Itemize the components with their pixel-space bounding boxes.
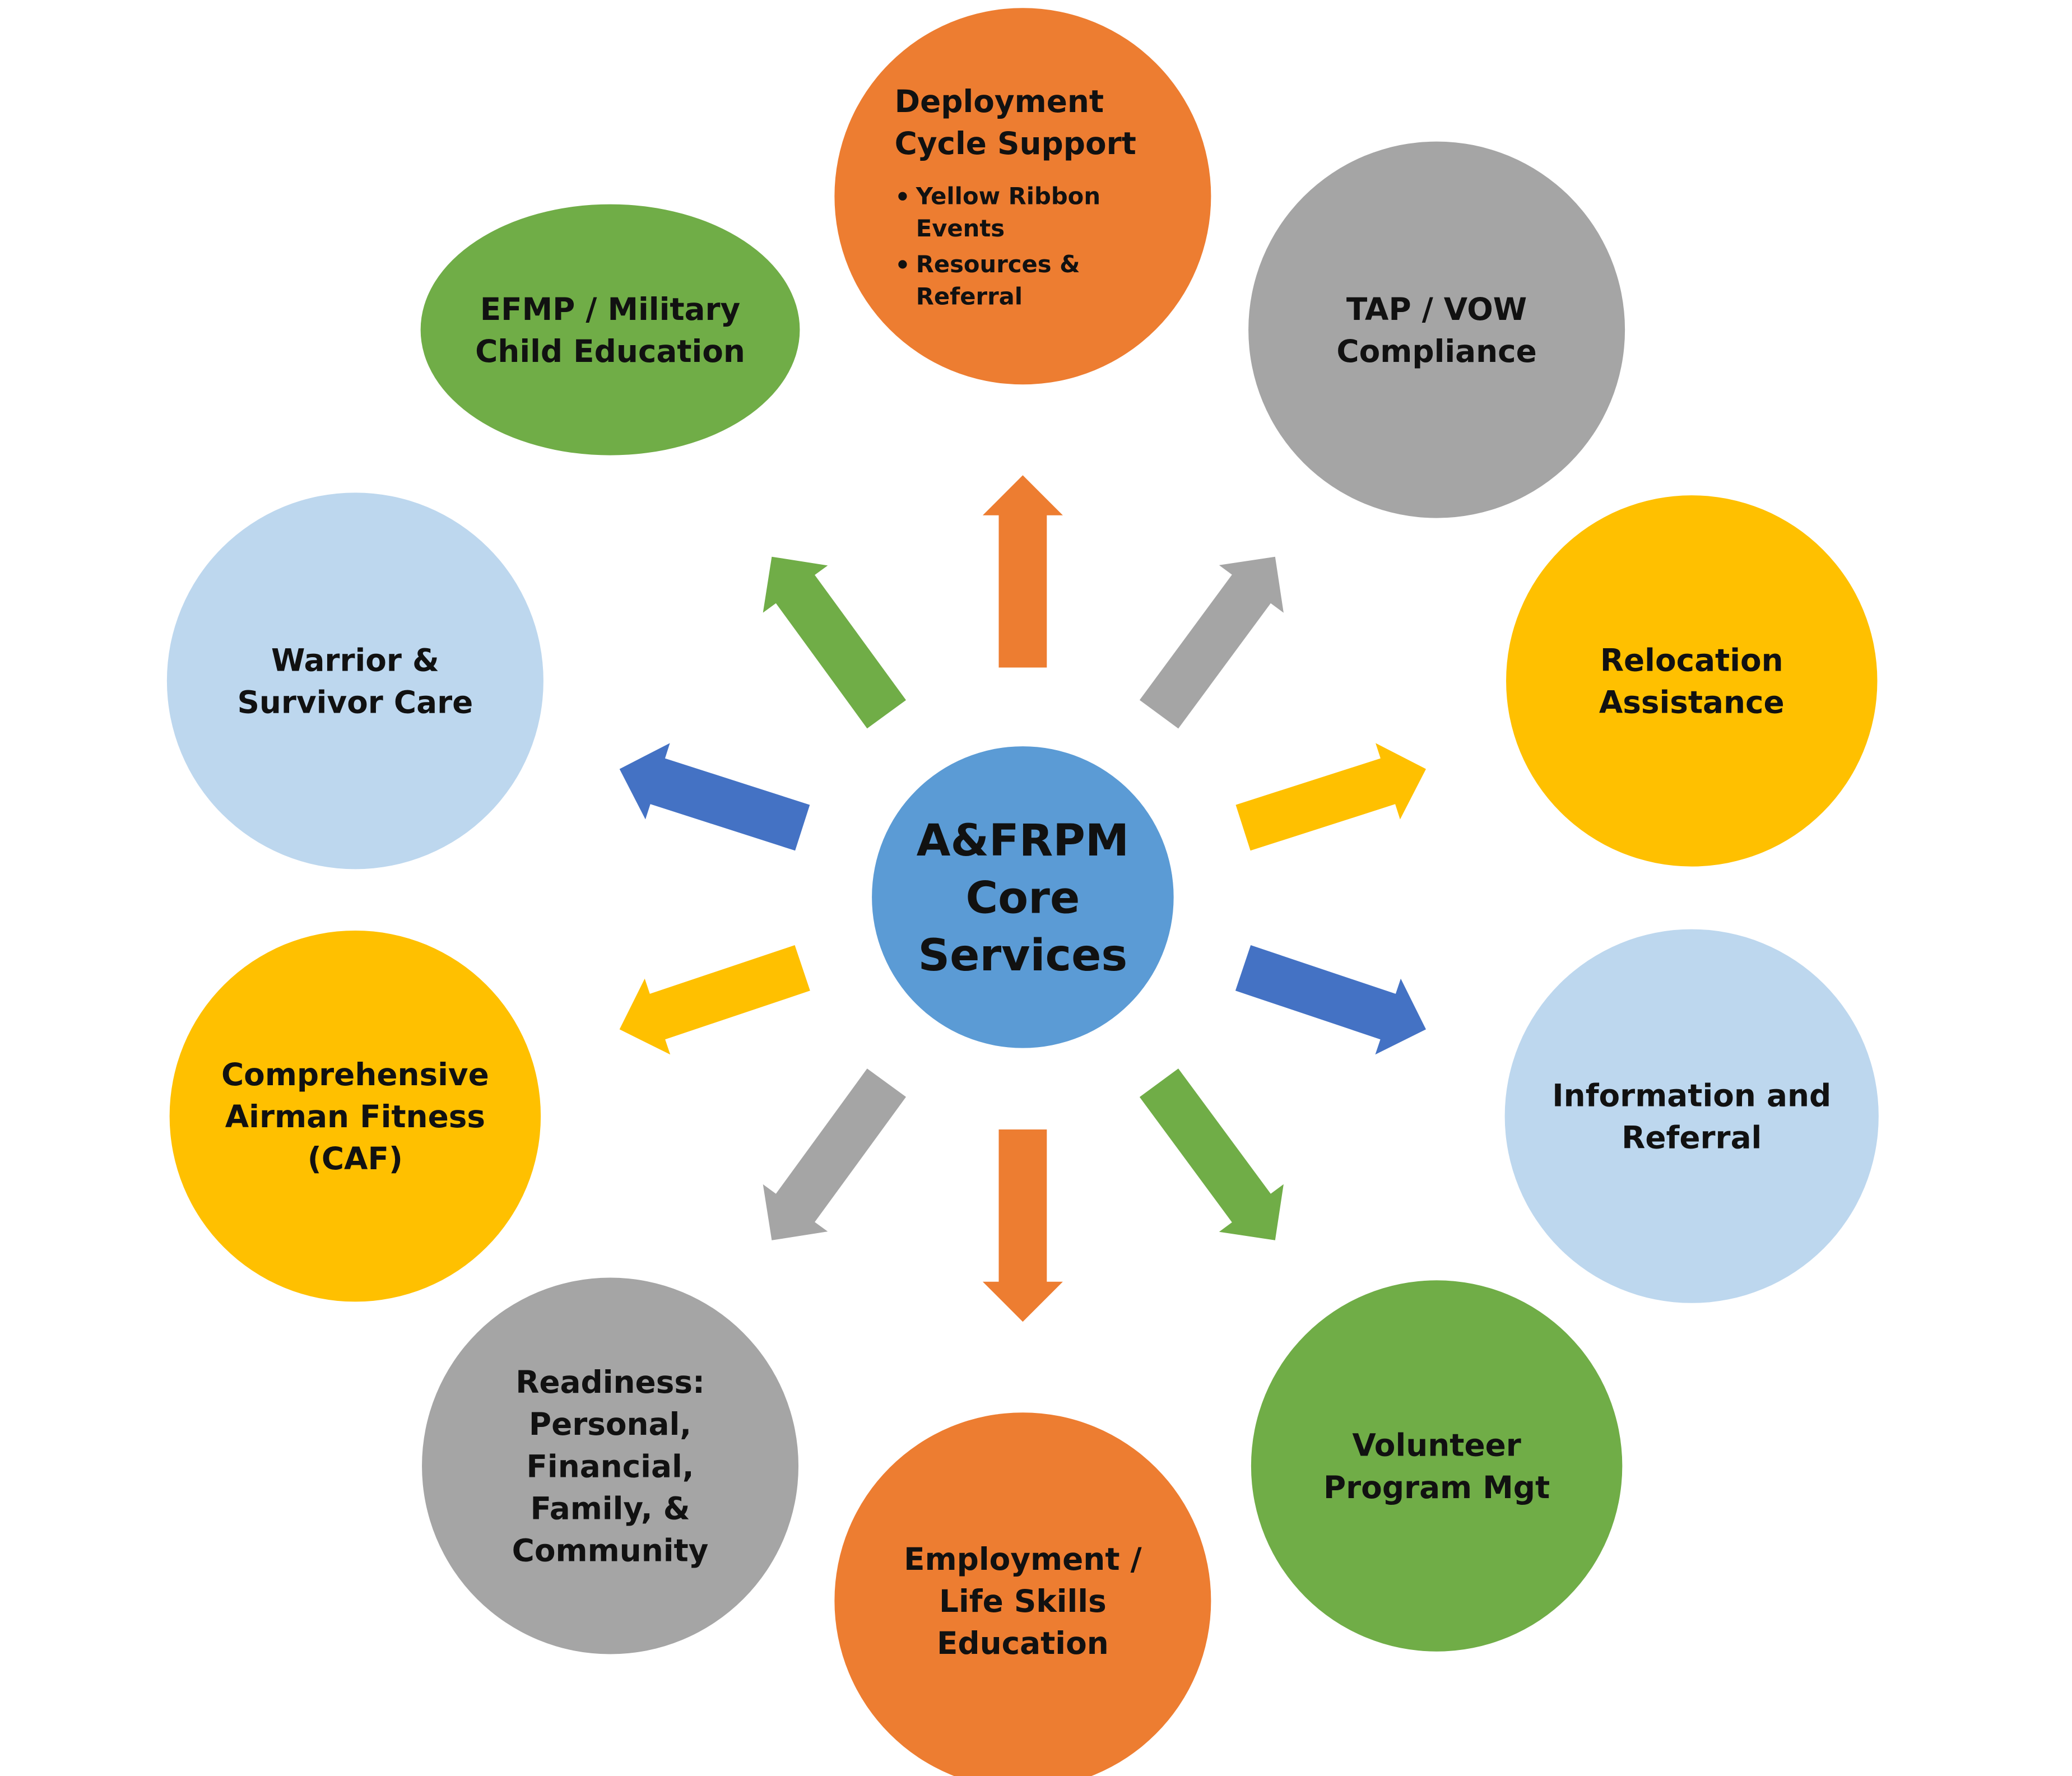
node-circle-information-referral: [1504, 929, 1879, 1303]
arrow-information-referral: [1235, 945, 1426, 1055]
center-label-line: A&FRPM: [917, 815, 1130, 866]
node-circle-deployment: [834, 8, 1211, 385]
node-label-line: Personal,: [529, 1406, 691, 1442]
node-label-line: Life Skills: [939, 1583, 1107, 1619]
node-label-line: Survivor Care: [237, 685, 473, 720]
arrow-relocation: [1235, 743, 1426, 851]
arrow-readiness: [763, 1068, 906, 1240]
node-circle-volunteer: [1251, 1280, 1623, 1652]
node-label-line: Financial,: [526, 1448, 694, 1484]
arrow-volunteer: [1139, 1068, 1284, 1240]
arrow-warrior-survivor: [619, 743, 810, 851]
node-label-line: Education: [937, 1625, 1109, 1661]
node-label-line: Assistance: [1599, 685, 1785, 720]
bullet-dot: [898, 192, 907, 201]
node-label-line: Family, &: [531, 1490, 690, 1526]
node-label-line: Relocation: [1600, 643, 1783, 678]
center-label-line: Services: [918, 929, 1128, 981]
bullet-text: Yellow Ribbon: [916, 183, 1100, 210]
node-label-line: Referral: [1622, 1119, 1762, 1155]
bullet-dot: [898, 260, 907, 269]
node-label-line: Volunteer: [1352, 1428, 1521, 1463]
node-circle-caf: [169, 930, 541, 1302]
node-label-line: TAP / VOW: [1346, 291, 1527, 327]
arrow-tap-vow: [1139, 556, 1284, 729]
center-circle: [872, 746, 1174, 1048]
node-label-line: Airman Fitness: [225, 1099, 485, 1135]
center-label-line: Core: [965, 872, 1080, 924]
node-label-line: Cycle Support: [895, 125, 1136, 161]
arrows-layer: [619, 475, 1426, 1322]
node-circle-tap-vow: [1248, 141, 1625, 518]
node-label-line: (CAF): [308, 1141, 403, 1177]
arrow-employment: [982, 1129, 1063, 1322]
node-label-line: Community: [512, 1532, 709, 1568]
node-label-line: Deployment: [895, 83, 1104, 119]
node-label-line: Compliance: [1336, 333, 1536, 369]
node-readiness: Readiness: Personal, Financial, Family, & Co…: [422, 1277, 799, 1654]
node-tap-vow: TAP / VOW Compliance: [1248, 141, 1625, 518]
node-label-line: Child Education: [475, 333, 745, 369]
node-label-line: EFMP / Military: [480, 291, 741, 327]
arrow-caf: [619, 945, 810, 1055]
node-label-line: Employment /: [904, 1541, 1142, 1577]
node-label-line: Information and: [1552, 1077, 1831, 1113]
node-circle-relocation: [1506, 495, 1878, 867]
node-circle-readiness: [422, 1277, 799, 1654]
bullet-text: Referral: [916, 282, 1023, 310]
node-circle-efmp: [420, 204, 800, 455]
node-warrior-survivor: Warrior & Survivor Care: [166, 492, 543, 870]
node-label-line: Comprehensive: [221, 1057, 489, 1092]
node-label-line: Program Mgt: [1323, 1470, 1550, 1505]
node-label-line: Warrior &: [271, 643, 439, 678]
bullet-text: Events: [916, 215, 1005, 242]
node-circle-warrior-survivor: [166, 492, 543, 870]
arrow-deployment: [982, 475, 1063, 668]
node-circle-employment: [834, 1412, 1211, 1776]
arrow-efmp: [763, 556, 906, 729]
node-label-line: Readiness:: [515, 1364, 705, 1400]
bullet-text: Resources &: [916, 250, 1080, 278]
